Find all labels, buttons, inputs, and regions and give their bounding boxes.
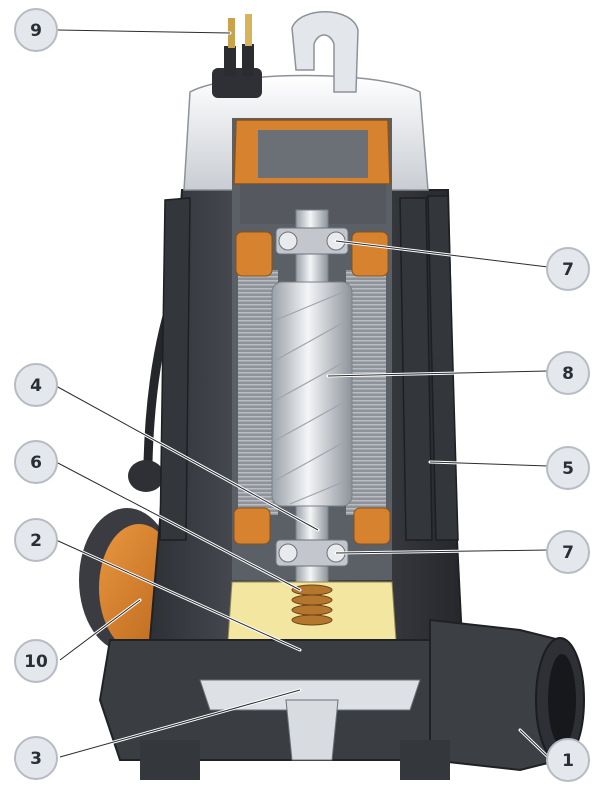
callout-c10: 10 [14,639,58,683]
callout-circle [14,518,58,562]
callout-circle [14,440,58,484]
callout-c2: 2 [14,518,58,562]
callout-c1: 1 [546,738,590,782]
callout-number: 5 [562,459,574,479]
callout-c6: 6 [14,440,58,484]
callout-circle [546,738,590,782]
callout-number: 6 [30,453,42,473]
callout-circle [546,446,590,490]
upper-bearing [275,227,349,255]
callout-number: 7 [562,543,574,563]
pump-body [79,11,585,780]
callout-c5: 5 [546,446,590,490]
callout-number: 8 [562,364,574,384]
cable-glands [212,14,262,98]
callout-circle [546,351,590,395]
mechanical-seal [291,584,333,626]
callout-c9: 9 [14,8,58,52]
callout-number: 7 [562,260,574,280]
grinder [285,699,339,761]
rotor [271,281,353,507]
callout-c3: 3 [14,736,58,780]
callout-circle [546,530,590,574]
callout-number: 1 [562,751,574,771]
callout-number: 3 [30,749,42,769]
callout-c8: 8 [546,351,590,395]
stator-windings-right [346,270,386,515]
callout-number: 2 [30,531,42,551]
callout-circle [14,8,58,52]
callout-circle [14,639,58,683]
callout-c7b: 7 [546,530,590,574]
callout-number: 9 [30,21,42,41]
handle [291,11,359,93]
stator-windings-left [238,270,278,515]
callout-circle [14,363,58,407]
callout-number: 4 [30,376,42,396]
callout-c7a: 7 [546,247,590,291]
callout-circle [546,247,590,291]
callout-badges: 1 2 3 4 5 6 7 7 8 9 10 [14,8,590,782]
callout-number: 10 [24,652,48,672]
callout-circle [14,736,58,780]
callout-c4: 4 [14,363,58,407]
